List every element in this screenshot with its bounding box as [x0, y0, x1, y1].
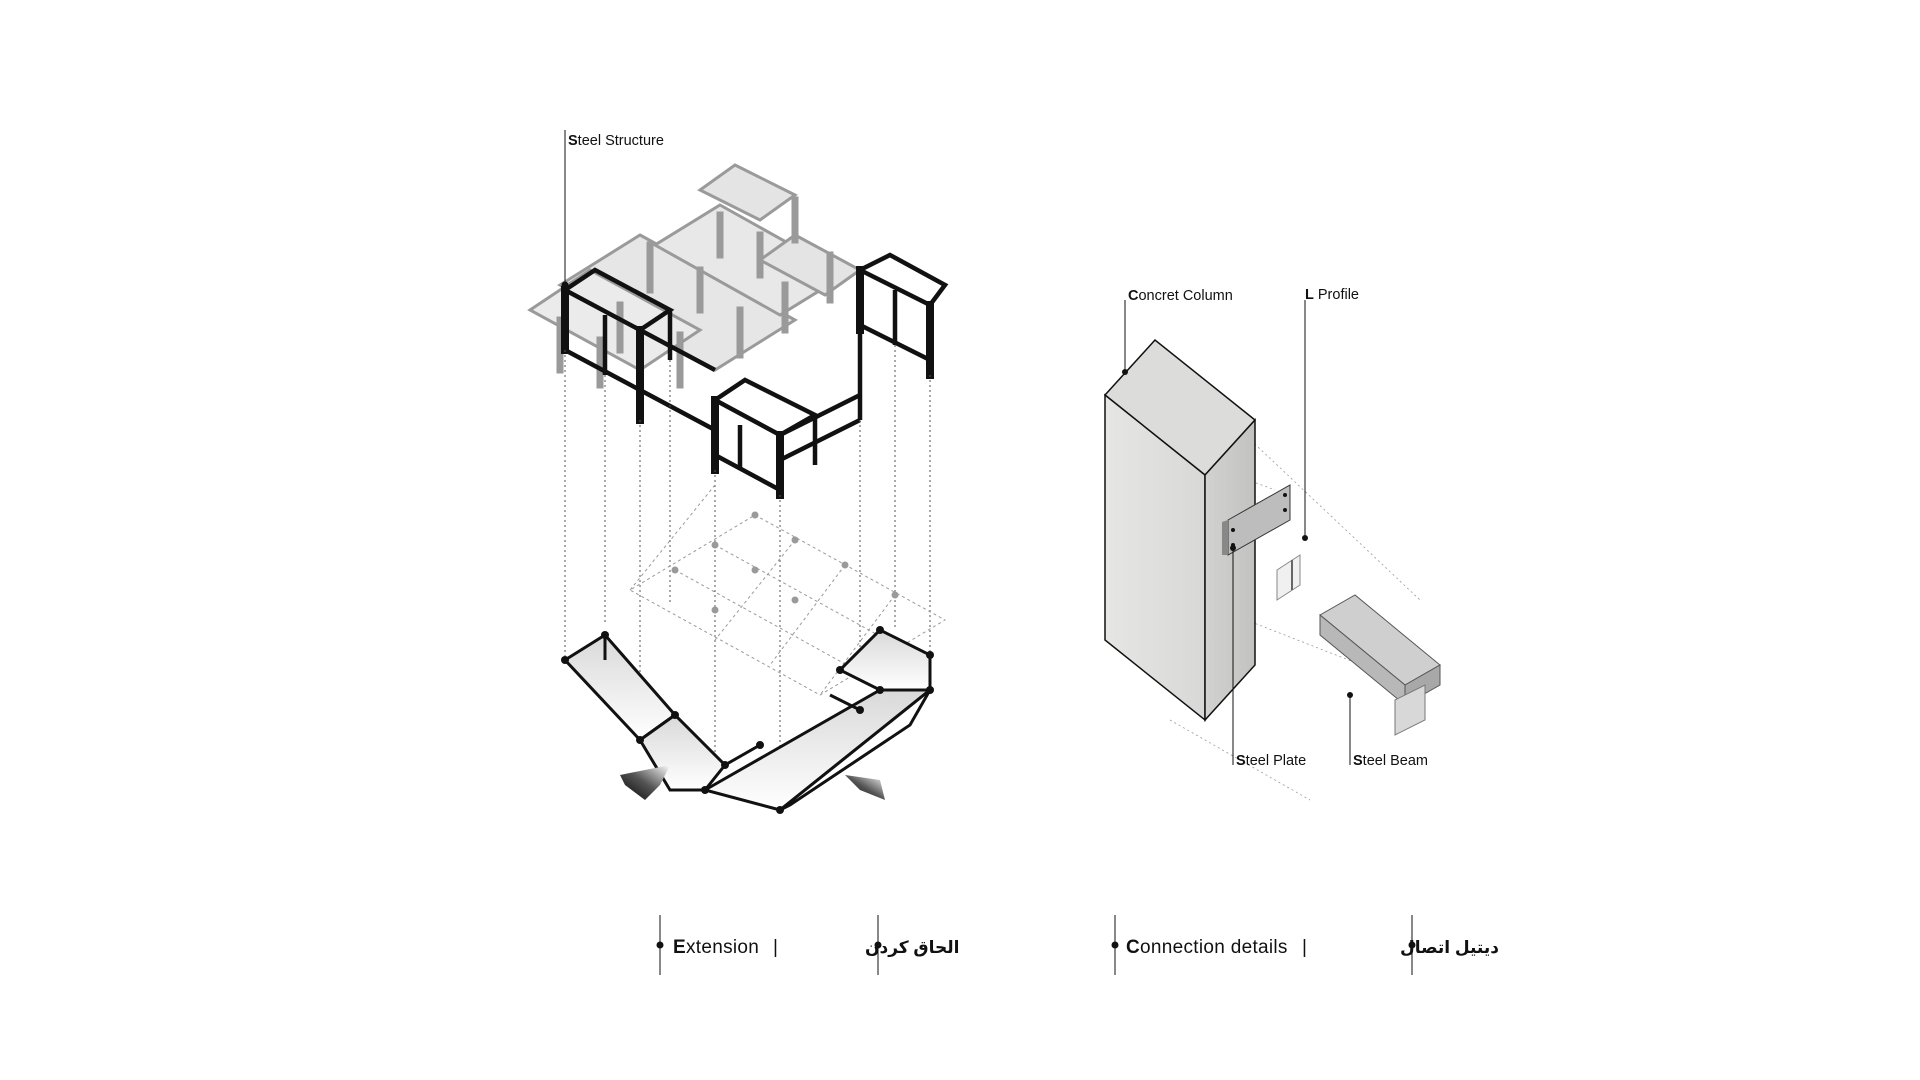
svg-text:الحاق کردن: الحاق کردن [865, 938, 959, 958]
svg-text:|: | [1302, 937, 1307, 958]
l-profile [1276, 554, 1301, 601]
svg-text:Steel Beam: Steel Beam [1353, 753, 1428, 769]
svg-text:Concret Column: Concret Column [1128, 288, 1233, 304]
concrete-column [1103, 338, 1257, 722]
l-profile-label: L Profile [1302, 287, 1359, 541]
left-arrow-icon [620, 765, 670, 800]
existing-frame [527, 163, 863, 389]
right-arrow-icon [845, 775, 885, 800]
extension-diagram: Steel Structure Extension | الحاق کردن [527, 130, 959, 975]
new-floor-slabs [562, 628, 935, 812]
concrete-column-label: Concret Column [1122, 288, 1233, 375]
existing-grid [628, 484, 947, 696]
svg-text:دیتیل اتصال: دیتیل اتصال [1400, 938, 1499, 957]
svg-text:Steel Plate: Steel Plate [1236, 753, 1306, 769]
connection-diagram: Concret Column L Profile Steel Plate Ste… [1103, 287, 1499, 975]
steel-plate [1222, 484, 1291, 556]
svg-text:Connection details: Connection details [1126, 937, 1288, 958]
steel-beam [1319, 594, 1441, 736]
steel-plate-label: Steel Plate [1230, 545, 1306, 769]
steel-structure-label: Steel Structure [561, 130, 664, 289]
extension-caption: Extension | الحاق کردن [656, 915, 959, 975]
connection-caption: Connection details | دیتیل اتصال [1111, 915, 1499, 975]
svg-text:|: | [773, 937, 778, 958]
projection-lines [564, 345, 931, 810]
svg-text:L Profile: L Profile [1305, 287, 1359, 303]
svg-text:Extension: Extension [673, 937, 759, 958]
svg-text:Steel Structure: Steel Structure [568, 133, 664, 149]
steel-beam-label: Steel Beam [1347, 692, 1428, 769]
